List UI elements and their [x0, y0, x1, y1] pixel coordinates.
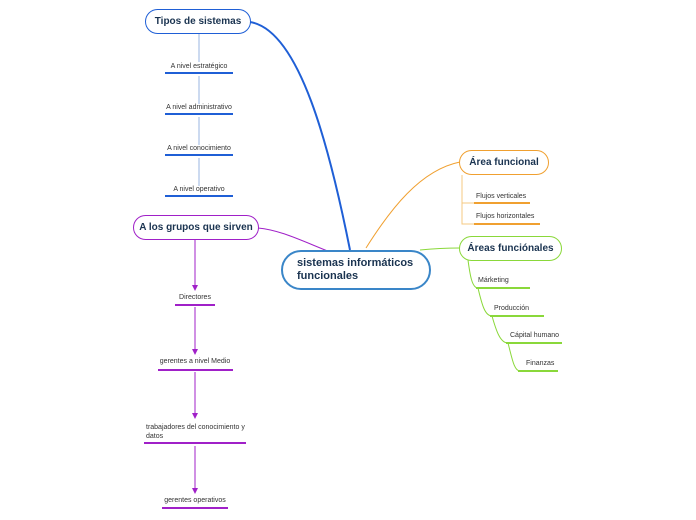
- topic-areas-label: Áreas funciónales: [467, 243, 554, 254]
- connector-central-areas: [419, 247, 461, 251]
- topic-area-label: Área funcional: [469, 157, 539, 168]
- arrowhead-grupos-1: [192, 285, 198, 291]
- subtopic-grupos-2[interactable]: gerentes a nivel Medio: [159, 358, 231, 365]
- topic-grupos[interactable]: A los grupos que sirven: [133, 215, 259, 240]
- topic-grupos-label: A los grupos que sirven: [139, 222, 253, 233]
- arrowhead-grupos-3: [192, 413, 198, 419]
- subtopic-grupos-4[interactable]: gerentes operativos: [164, 497, 226, 504]
- subtopic-area-1[interactable]: Flujos verticales: [476, 193, 527, 200]
- subtopic-areas-3[interactable]: Cápital humano: [510, 332, 560, 339]
- subtopic-grupos-3[interactable]: trabajadores del conocimiento y datos: [146, 424, 245, 440]
- subtopic-tipos-1[interactable]: A nivel estratégico: [170, 63, 228, 70]
- connector-area-1: [461, 175, 474, 204]
- subtopic-grupos-1[interactable]: Directores: [179, 294, 211, 301]
- topic-areas-funcionales[interactable]: Áreas funciónales: [459, 236, 562, 261]
- subtopic-areas-4[interactable]: Finanzas: [526, 360, 555, 367]
- connector-areas-1: [467, 259, 479, 289]
- connector-areas-4: [507, 342, 521, 372]
- connector-area-2: [461, 200, 474, 225]
- connector-areas-2: [477, 287, 493, 317]
- arrowhead-grupos-4: [192, 488, 198, 494]
- central-topic-label: sistemas informáticos funcionales: [297, 257, 414, 282]
- subtopic-tipos-2[interactable]: A nivel administrativo: [166, 104, 232, 111]
- connector-areas-3: [491, 315, 509, 344]
- connector-central-grupos: [257, 227, 331, 253]
- topic-area-funcional[interactable]: Área funcional: [459, 150, 549, 175]
- subtopic-tipos-4[interactable]: A nivel operativo: [173, 186, 225, 193]
- connector-central-tipos: [249, 21, 351, 251]
- topic-tipos-label: Tipos de sistemas: [154, 16, 242, 27]
- topic-tipos-sistemas[interactable]: Tipos de sistemas: [145, 9, 251, 34]
- subtopic-areas-1[interactable]: Márketing: [478, 277, 509, 284]
- central-topic[interactable]: sistemas informáticos funcionales: [281, 250, 431, 290]
- connector-central-area: [365, 161, 461, 249]
- subtopic-areas-2[interactable]: Producción: [494, 305, 530, 312]
- arrowhead-grupos-2: [192, 349, 198, 355]
- subtopic-area-2[interactable]: Flujos horizontales: [476, 213, 535, 220]
- subtopic-tipos-3[interactable]: A nivel conocimiento: [167, 145, 231, 152]
